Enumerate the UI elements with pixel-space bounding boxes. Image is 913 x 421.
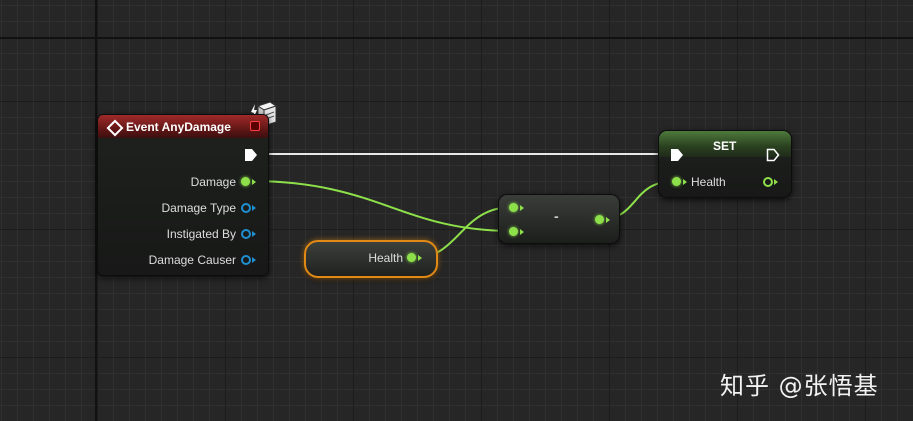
grid-axis-vertical [95,0,97,421]
pin-instigated-by-arrow-icon [252,231,256,237]
set-health-node[interactable]: SET Health [658,130,792,198]
pin-label-damage: Damage [190,175,236,189]
pin-damage-type[interactable] [241,203,251,213]
exec-output-pin[interactable] [244,148,258,162]
event-node-title: Event AnyDamage [126,120,231,134]
damage-wire[interactable] [248,180,514,232]
pin-damage-causer[interactable] [241,255,251,265]
subtract-input-b-pin[interactable] [509,227,518,236]
set-health-input-arrow-icon [683,179,687,185]
pin-label-damage-type: Damage Type [161,201,237,215]
pin-damage-causer-arrow-icon [252,257,256,263]
struct-icon [251,101,278,127]
set-node-header: SET [659,131,791,157]
set-node-title: SET [713,139,737,153]
subtract-output-arrow-icon [606,217,610,223]
subtract-output-pin[interactable] [595,215,604,224]
event-anydamage-node[interactable]: Event AnyDamage Damage Damage Type Insti… [97,114,269,276]
pin-instigated-by[interactable] [241,229,251,239]
pin-damage-type-arrow-icon [252,205,256,211]
pin-label-instigated-by: Instigated By [166,227,236,241]
subtract-input-a-arrow-icon [520,205,524,211]
pin-damage[interactable] [241,177,250,186]
subtract-node[interactable]: - [498,194,620,244]
set-health-output-arrow-icon [774,179,778,185]
health-getter-node[interactable]: Health [304,240,438,278]
subtract-input-b-arrow-icon [520,229,524,235]
subtract-input-a-pin[interactable] [509,203,518,212]
event-diamond-icon [106,119,124,137]
health-getter-output-pin[interactable] [407,253,416,262]
subtract-operator-label: - [554,208,559,224]
set-health-pin-label: Health [691,175,726,189]
set-exec-input-pin[interactable] [670,148,684,162]
set-health-output-pin[interactable] [763,177,773,187]
set-exec-output-pin[interactable] [766,148,780,162]
pin-label-damage-causer: Damage Causer [148,253,236,267]
pin-damage-arrow-icon [252,179,256,185]
grid-axis-horizontal [0,37,913,39]
health-getter-label: Health [368,251,403,265]
event-node-header: Event AnyDamage [98,115,268,138]
watermark: 知乎 @张悟基 [720,372,879,400]
delegate-pin[interactable] [250,121,260,131]
set-health-input-pin[interactable] [672,177,681,186]
health-getter-arrow-icon [418,255,422,261]
